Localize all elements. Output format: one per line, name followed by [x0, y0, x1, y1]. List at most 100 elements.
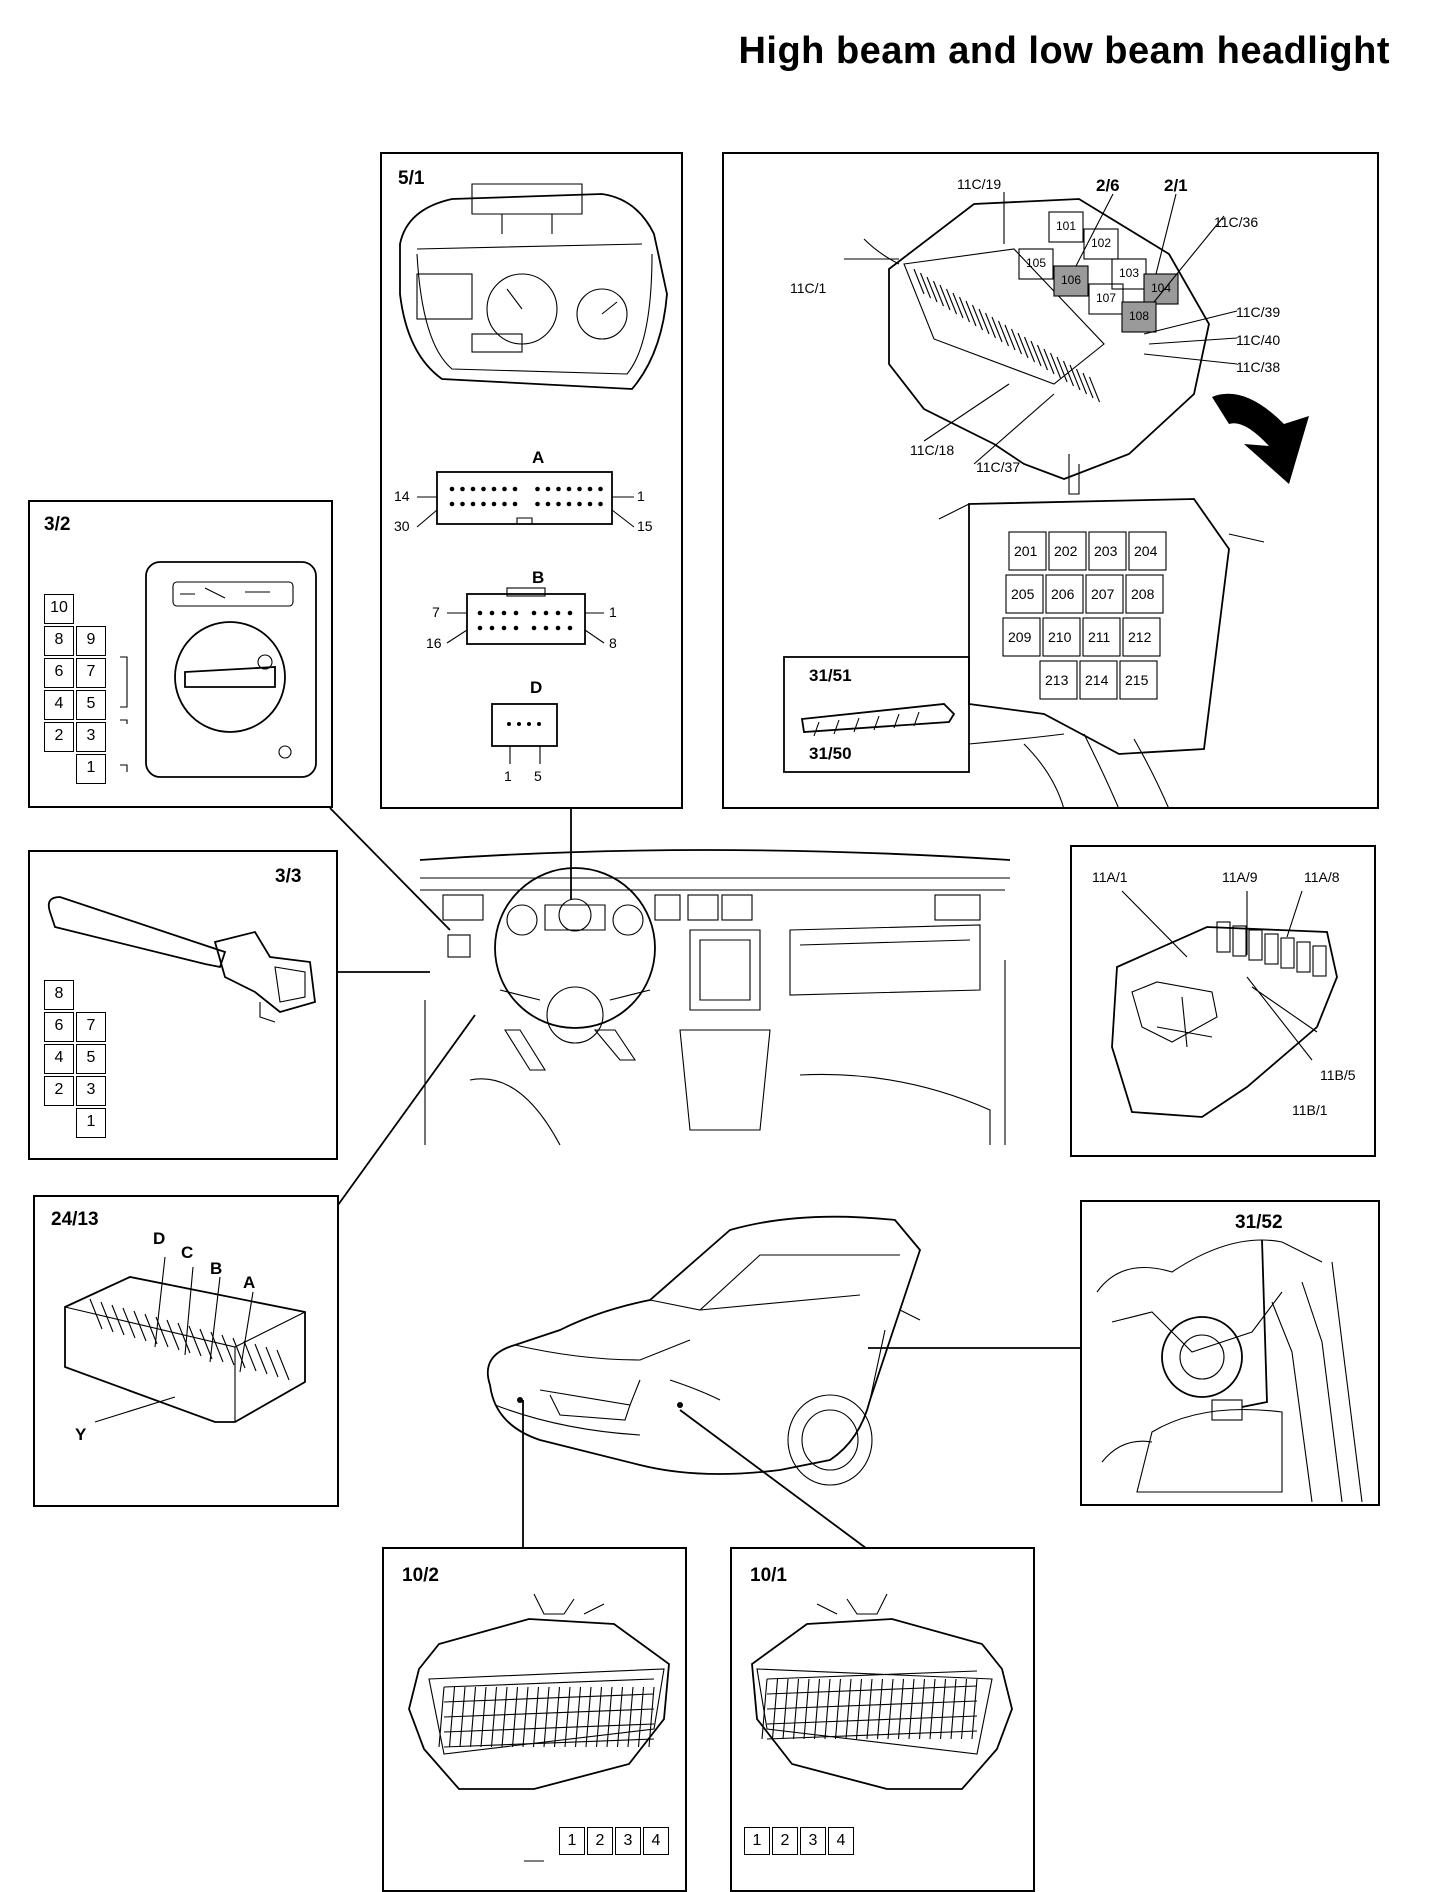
page-title: High beam and low beam headlight: [738, 30, 1390, 72]
stalk-pin-2: 2: [44, 1076, 74, 1106]
connector-a-pin-30: 30: [394, 518, 410, 534]
switch-pin-6: 6: [44, 658, 74, 688]
stalk-pin-4: 4: [44, 1044, 74, 1074]
panel-label: 3/2: [44, 514, 71, 535]
connector-block-drawing: [64, 1256, 306, 1423]
switch-pin-7: 7: [76, 658, 106, 688]
callout-d: D: [153, 1229, 166, 1248]
fuse-101: 101: [1056, 219, 1077, 233]
switch-pin-8: 8: [44, 626, 74, 656]
callout-2-6: 2/6: [1096, 176, 1120, 195]
panel-instrument-cluster: 5/1 A 14 1 30 15 B 7 1 16 8 D 1 5: [380, 152, 683, 809]
fuse-104: 104: [1151, 281, 1172, 295]
stalk-switch-drawing: [47, 896, 316, 1023]
headlight-right-pin-2: 2: [772, 1827, 798, 1855]
fuse-box-11a-drawing: [1111, 890, 1338, 1118]
connector-a-pin-14: 14: [394, 488, 410, 504]
connector-d-pin-1: 1: [504, 768, 512, 784]
headlight-left-pin-2: 2: [587, 1827, 613, 1855]
fuse-105: 105: [1026, 256, 1047, 270]
connector-b-pin-8: 8: [609, 635, 617, 651]
connector-31-51-label: 31/51: [809, 666, 852, 685]
lower-fuse-202: 202: [1054, 543, 1078, 559]
connector-a-pin-grid: [449, 486, 603, 507]
connector-b-pin-1: 1: [609, 604, 617, 620]
connector-a-label: A: [532, 448, 545, 467]
lower-fuse-213: 213: [1045, 672, 1069, 688]
panel-label: 24/13: [51, 1209, 99, 1230]
panel-stalk-switch: 3/3 8 6 7 4 5 2 3 1: [28, 850, 338, 1160]
panel-label: 10/2: [402, 1565, 439, 1586]
fuse-102: 102: [1091, 236, 1112, 250]
connector-31-50-label: 31/50: [809, 744, 852, 763]
switch-pin-1: 1: [76, 754, 106, 784]
headlight-right-drawing: [751, 1593, 1013, 1790]
switch-pin-5: 5: [76, 690, 106, 720]
callout-b: B: [210, 1259, 223, 1278]
fuse-108: 108: [1129, 309, 1150, 323]
callout-11a-9: 11A/9: [1222, 869, 1258, 885]
stalk-pin-8: 8: [44, 980, 74, 1010]
connector-d-pin-5: 5: [534, 768, 542, 784]
panel-label: 3/3: [275, 866, 302, 887]
lower-fuse-207: 207: [1091, 586, 1115, 602]
callout-11b-5: 11B/5: [1320, 1067, 1356, 1083]
fuse-103: 103: [1119, 266, 1140, 280]
lower-fuse-214: 214: [1085, 672, 1109, 688]
connector-a-pin-1: 1: [637, 488, 645, 504]
headlight-left-drawing: [408, 1593, 670, 1862]
callout-11c-19: 11C/19: [957, 176, 1002, 192]
instrument-cluster-drawing: [399, 183, 668, 764]
callout-11c-36: 11C/36: [1214, 214, 1259, 230]
callout-11a-8: 11A/8: [1304, 869, 1340, 885]
callout-11c-40: 11C/40: [1236, 332, 1281, 348]
callout-11c-1: 11C/1: [790, 280, 827, 296]
panel-headlight-left: 10/2 1 2 3 4: [382, 1547, 687, 1892]
fuse-107: 107: [1096, 291, 1117, 305]
callout-c: C: [181, 1243, 194, 1262]
lower-fuse-208: 208: [1131, 586, 1155, 602]
lower-fuse-205: 205: [1011, 586, 1035, 602]
callout-2-1: 2/1: [1164, 176, 1188, 195]
lower-fuse-211: 211: [1088, 629, 1111, 645]
panel-label: 31/52: [1235, 1212, 1283, 1233]
stalk-pin-7: 7: [76, 1012, 106, 1042]
panel-central-electrical-unit: 201 202 203 204 205 206 207 208 209 210 211 212 213 2…: [722, 152, 1379, 809]
connector-b-pin-16: 16: [426, 635, 442, 651]
headlight-right-pin-1: 1: [744, 1827, 770, 1855]
fuse-106: 106: [1061, 273, 1082, 287]
stalk-pin-6: 6: [44, 1012, 74, 1042]
panel-light-switch: 3/2 10 8 9 6 7 4 5 2 3 1: [28, 500, 333, 808]
headlight-left-pin-1: 1: [559, 1827, 585, 1855]
stalk-pin-5: 5: [76, 1044, 106, 1074]
callout-a: A: [243, 1273, 256, 1292]
lower-fuse-212: 212: [1128, 629, 1152, 645]
switch-pin-9: 9: [76, 626, 106, 656]
ground-point-drawing: [1096, 1239, 1363, 1503]
callout-11c-18: 11C/18: [910, 442, 955, 458]
panel-headlight-right: 10/1 1 2 3 4: [730, 1547, 1035, 1892]
switch-pin-2: 2: [44, 722, 74, 752]
switch-pin-4: 4: [44, 690, 74, 720]
lower-fuse-209: 209: [1008, 629, 1032, 645]
callout-11a-1: 11A/1: [1092, 869, 1128, 885]
connector-b-label: B: [532, 568, 545, 587]
central-electrical-unit-drawing: 201 202 203 204 205 206 207 208 209 210 211 212 213 2…: [783, 192, 1309, 809]
panel-label: 5/1: [398, 168, 425, 189]
panel-fuse-box-11a: 11A/1 11A/9 11A/8 11B/5 11B/1: [1070, 845, 1376, 1157]
panel-ground-point: 31/52: [1080, 1200, 1380, 1506]
switch-pin-10: 10: [44, 594, 74, 624]
panel-connector-block: 24/13 D C B A Y: [33, 1195, 339, 1507]
callout-y: Y: [75, 1425, 87, 1444]
callout-11b-1: 11B/1: [1292, 1102, 1328, 1118]
panel-label: 10/1: [750, 1565, 787, 1586]
lower-fuse-206: 206: [1051, 586, 1075, 602]
headlight-left-pin-3: 3: [615, 1827, 641, 1855]
lower-fuse-201: 201: [1014, 543, 1038, 559]
lower-fuse-204: 204: [1134, 543, 1158, 559]
lower-fuse-210: 210: [1048, 629, 1072, 645]
stalk-pin-1: 1: [76, 1108, 106, 1138]
lower-fuse-215: 215: [1125, 672, 1149, 688]
connector-a-pin-15: 15: [637, 518, 653, 534]
lower-fuse-203: 203: [1094, 543, 1118, 559]
